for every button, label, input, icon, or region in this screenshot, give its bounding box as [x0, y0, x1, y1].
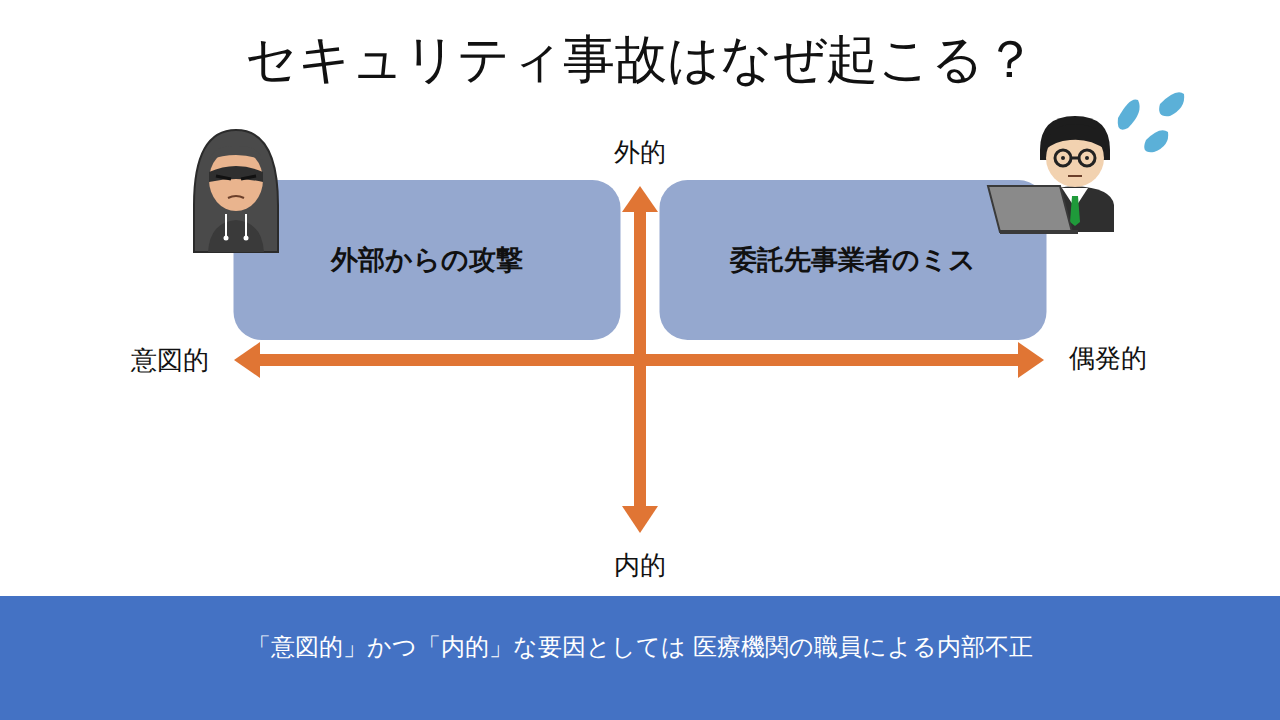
axis-label: 意図的 — [131, 343, 209, 378]
axis-head — [622, 186, 658, 212]
axes — [234, 186, 1044, 533]
axis-head — [234, 342, 260, 378]
worker-icon — [988, 92, 1184, 232]
box-label: 委託先事業者のミス — [730, 242, 976, 278]
category-box: 外部からの攻撃 — [234, 180, 621, 340]
category-box: 委託先事業者のミス — [660, 180, 1047, 340]
axis-head — [622, 506, 658, 533]
box-fill — [660, 180, 1047, 340]
axis-label: 偶発的 — [1069, 341, 1147, 376]
axis-label: 外的 — [614, 135, 666, 170]
title: セキュリティ事故はなぜ起こる？ — [245, 25, 1036, 95]
horizontal-axis — [258, 354, 1020, 366]
box-label: 外部からの攻撃 — [331, 242, 523, 278]
axis-label: 内的 — [614, 548, 666, 583]
box-fill — [234, 180, 621, 340]
caption: 「意図的」かつ「内的」な要因としては 医療機関の職員による内部不正 — [247, 631, 1034, 663]
axis-head — [1018, 342, 1044, 378]
hacker-icon — [194, 130, 278, 252]
